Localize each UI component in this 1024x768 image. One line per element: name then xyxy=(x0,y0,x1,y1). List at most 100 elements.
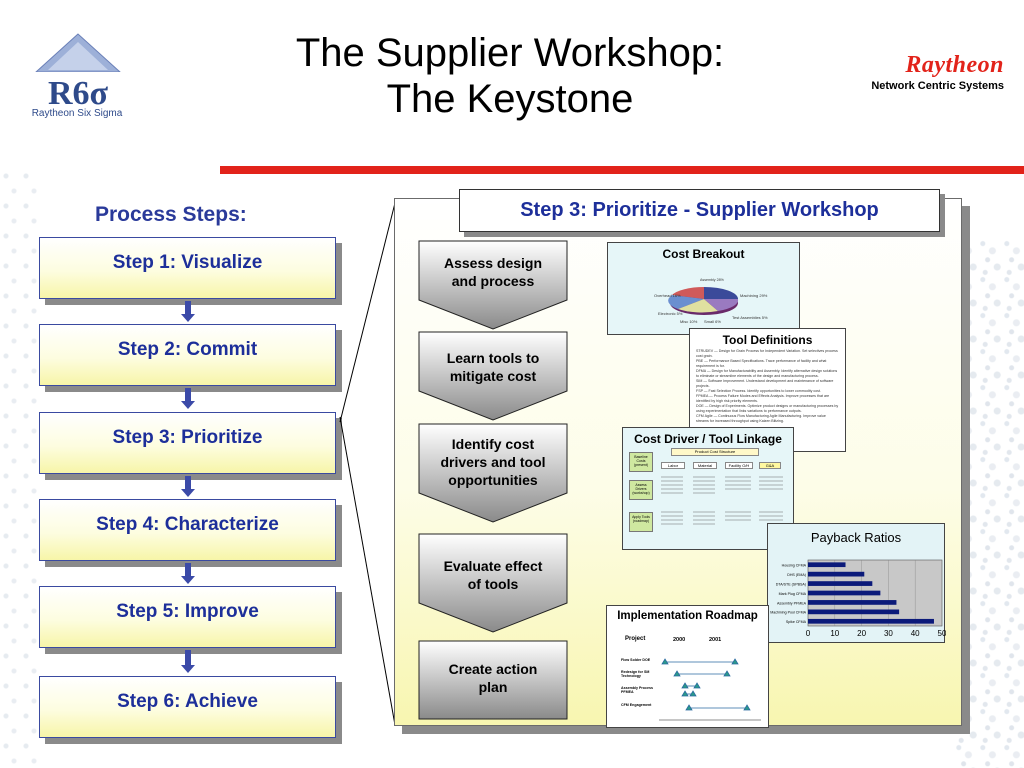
tool-definitions-list: STRUDEV — Design for Grain Process for I… xyxy=(690,347,845,426)
pie-label: Overhead 16% xyxy=(654,293,681,298)
pie-label: Assembly 28% xyxy=(700,278,725,282)
col-labor: Labor xyxy=(661,462,685,469)
category-label: Assembly PFMEA xyxy=(777,601,807,605)
step-connector xyxy=(185,301,191,315)
roadmap-row: Redesign for SM Technology xyxy=(621,670,650,678)
down-arrow-icon xyxy=(181,489,195,497)
step-label: Step 3: Prioritize xyxy=(112,427,263,448)
chevron-text: Create action xyxy=(448,661,538,677)
six-sigma-logo: R6σ xyxy=(28,32,128,127)
roadmap-row: Flow Solder DOE xyxy=(621,658,651,662)
cost-breakout-pie: Assembly 28% Machining 29% Test Assembli… xyxy=(654,278,768,324)
chevron-text: and process xyxy=(451,273,535,289)
step-label: Step 4: Characterize xyxy=(96,514,279,535)
step-2-box: Step 2: Commit xyxy=(39,324,336,386)
chevron-text: of tools xyxy=(467,576,519,592)
category-label: Spike CFMA xyxy=(786,620,807,624)
x-tick-label: 10 xyxy=(830,629,839,638)
bar xyxy=(808,618,934,624)
brand: Raytheon Network Centric Systems xyxy=(871,52,1004,92)
chevron-evaluate: Evaluate effect of tools xyxy=(418,533,568,633)
category-label: DHS (EMA) xyxy=(787,573,806,577)
chevron-text: plan xyxy=(478,679,508,695)
x-tick-label: 40 xyxy=(911,629,920,638)
chevron-text: Learn tools to xyxy=(446,350,540,366)
pie-label: Misc 10% xyxy=(680,319,698,324)
cost-breakout-title: Cost Breakout xyxy=(662,247,745,261)
step-6-box: Step 6: Achieve xyxy=(39,676,336,738)
brand-subtitle: Network Centric Systems xyxy=(871,80,1004,92)
row-assess: Assess Drivers (workshop) xyxy=(629,480,653,500)
down-arrow-icon xyxy=(181,665,195,673)
col-material: Material xyxy=(693,462,717,469)
background-texture-left xyxy=(0,170,40,768)
brand-name: Raytheon xyxy=(905,52,1004,78)
x-tick-label: 0 xyxy=(806,629,811,638)
bar xyxy=(808,600,897,605)
roadmap-card: Implementation Roadmap Project 2000 2001… xyxy=(606,605,769,728)
chevron-text: Evaluate effect xyxy=(443,558,543,574)
step-4-box: Step 4: Characterize xyxy=(39,499,336,561)
cost-driver-title: Cost Driver / Tool Linkage xyxy=(634,432,782,446)
step-5-box: Step 5: Improve xyxy=(39,586,336,648)
bar xyxy=(808,571,865,577)
tool-definition-item: SIM — Software Improvement. Understand d… xyxy=(696,379,834,388)
bar xyxy=(808,609,900,615)
down-arrow-icon xyxy=(181,401,195,409)
cost-driver-lines xyxy=(661,476,783,525)
step-1-box: Step 1: Visualize xyxy=(39,237,336,299)
bar xyxy=(808,581,873,586)
category-label: DTA/STE (SPBSA) xyxy=(776,582,806,586)
chevron-text: drivers and tool xyxy=(440,454,546,470)
col-facility: Facility O/H xyxy=(725,462,753,469)
x-tick-label: 20 xyxy=(857,629,866,638)
roadmap-row: Assembly Process PFMEA xyxy=(621,686,653,694)
row-apply: Apply Tools (roadmap) xyxy=(629,512,653,532)
payback-ratios-title: Payback Ratios xyxy=(810,530,902,545)
tool-definitions-title: Tool Definitions xyxy=(722,333,813,347)
chevron-text: Identify cost xyxy=(451,436,535,452)
roadmap-col-2000: 2000 xyxy=(673,637,686,643)
tool-definition-item: STRUDEV — Design for Grain Process for I… xyxy=(696,349,838,358)
step-3-box: Step 3: Prioritize xyxy=(39,412,336,474)
x-tick-label: 50 xyxy=(938,629,946,638)
step-connector xyxy=(185,388,191,402)
chevron-assess: Assess design and process xyxy=(418,240,568,330)
tool-definition-item: CFM Agile — Continuous Flow Manufacturin… xyxy=(696,414,826,423)
x-tick-label: 30 xyxy=(884,629,893,638)
step-connector xyxy=(185,476,191,490)
step-label: Step 6: Achieve xyxy=(117,691,258,712)
workshop-title: Step 3: Prioritize - Supplier Workshop xyxy=(459,189,940,232)
step-label: Step 5: Improve xyxy=(116,601,259,622)
chevron-text: Assess design xyxy=(443,255,543,271)
pie-label: Machining 29% xyxy=(740,293,768,298)
roadmap-row: CFM Engagement xyxy=(621,703,652,707)
tool-definition-item: PBE — Performance Based Specifications. … xyxy=(696,359,827,368)
tool-definition-item: FSP — Fast Selection Process. Identify o… xyxy=(696,389,821,393)
step-label: Step 1: Visualize xyxy=(112,252,263,273)
process-steps-heading: Process Steps: xyxy=(95,203,247,226)
bar xyxy=(808,562,846,568)
category-label: Machining Pool CFMA xyxy=(770,611,806,615)
pie-label: Test Assemblies 5% xyxy=(732,315,768,320)
logo-mark: R6σ xyxy=(48,75,109,112)
chevron-text: opportunities xyxy=(448,472,538,488)
tool-definition-item: DFMA — Design for Manufacturability and … xyxy=(696,369,838,378)
tool-definition-item: DOE — Design of Experiments. Optimize pr… xyxy=(696,404,839,413)
down-arrow-icon xyxy=(181,314,195,322)
step-label: Step 2: Commit xyxy=(117,339,258,360)
callout-lines xyxy=(339,202,396,726)
chevron-action-plan: Create action plan xyxy=(418,640,568,720)
background-texture xyxy=(954,240,1024,768)
title-line-1: The Supplier Workshop: xyxy=(295,31,725,75)
step-connector xyxy=(185,563,191,577)
row-baseline: Baseline Costs (present) xyxy=(629,452,653,472)
page-title: The Supplier Workshop: The Keystone xyxy=(200,30,820,122)
cost-driver-card: Cost Driver / Tool Linkage Product Cost … xyxy=(622,427,794,550)
down-arrow-icon xyxy=(181,576,195,584)
title-divider xyxy=(220,166,1024,174)
roadmap-gantt xyxy=(659,658,761,721)
